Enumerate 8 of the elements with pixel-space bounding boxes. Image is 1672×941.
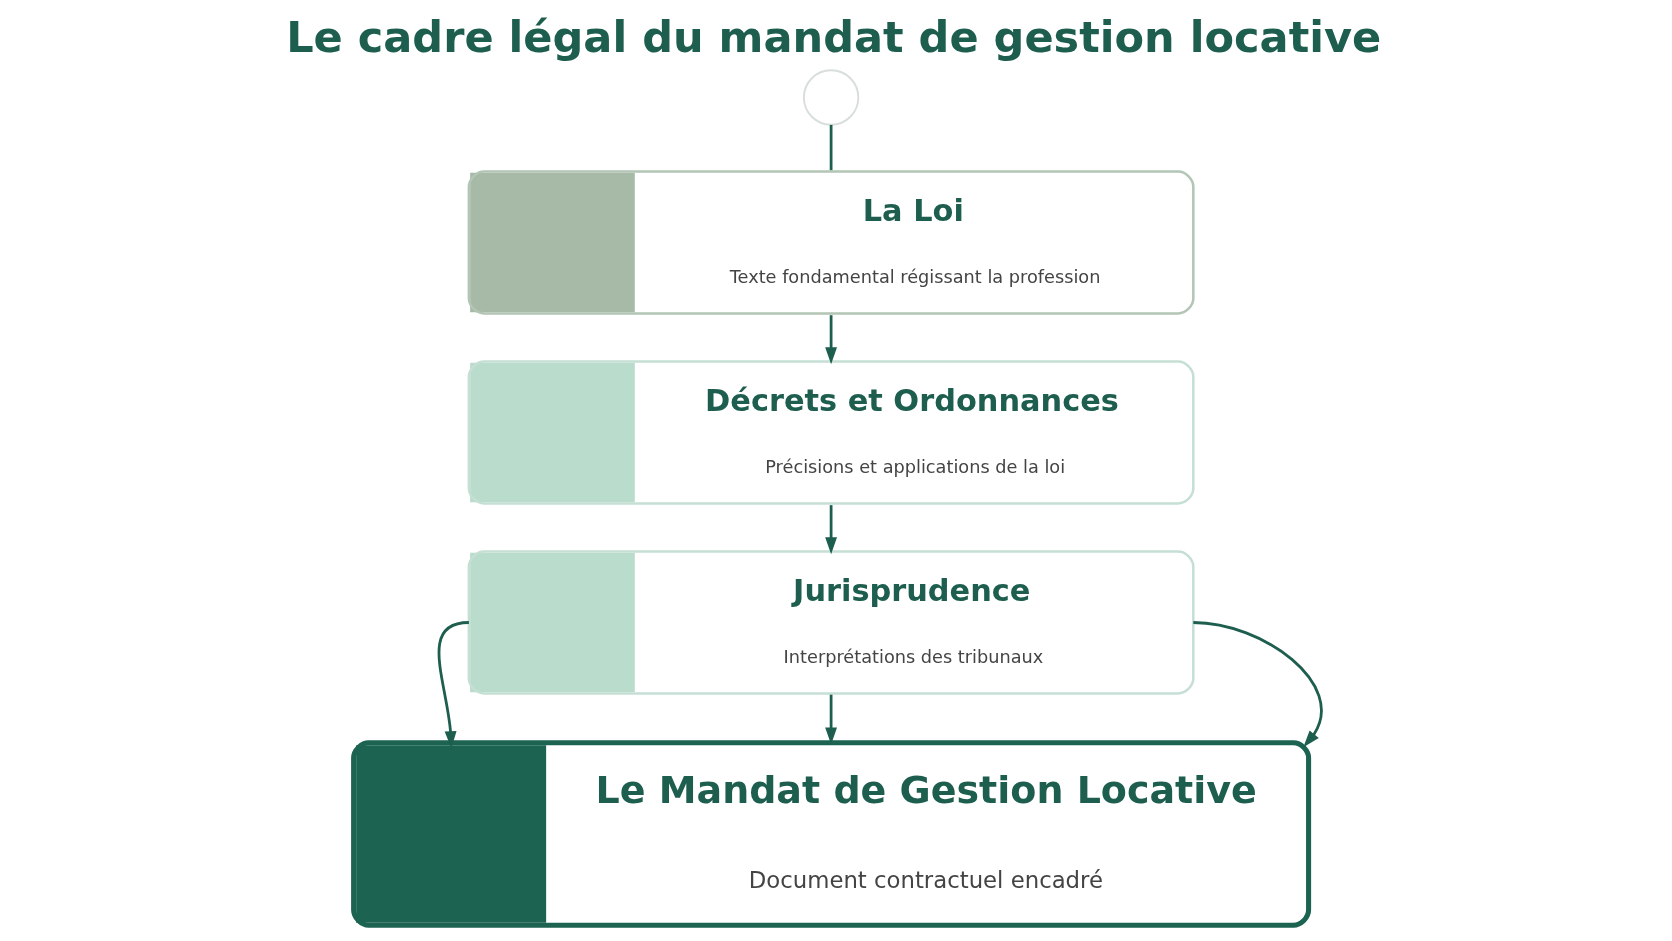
arrow [824, 694, 837, 745]
connector [829, 124, 832, 171]
arrow [824, 315, 837, 365]
arrow [824, 505, 837, 555]
node-circle [802, 69, 859, 126]
arrow [1192, 621, 1323, 748]
diagram-title: Le cadre légal du mandat de gestion locative [285, 11, 1381, 62]
arrow [437, 621, 469, 749]
